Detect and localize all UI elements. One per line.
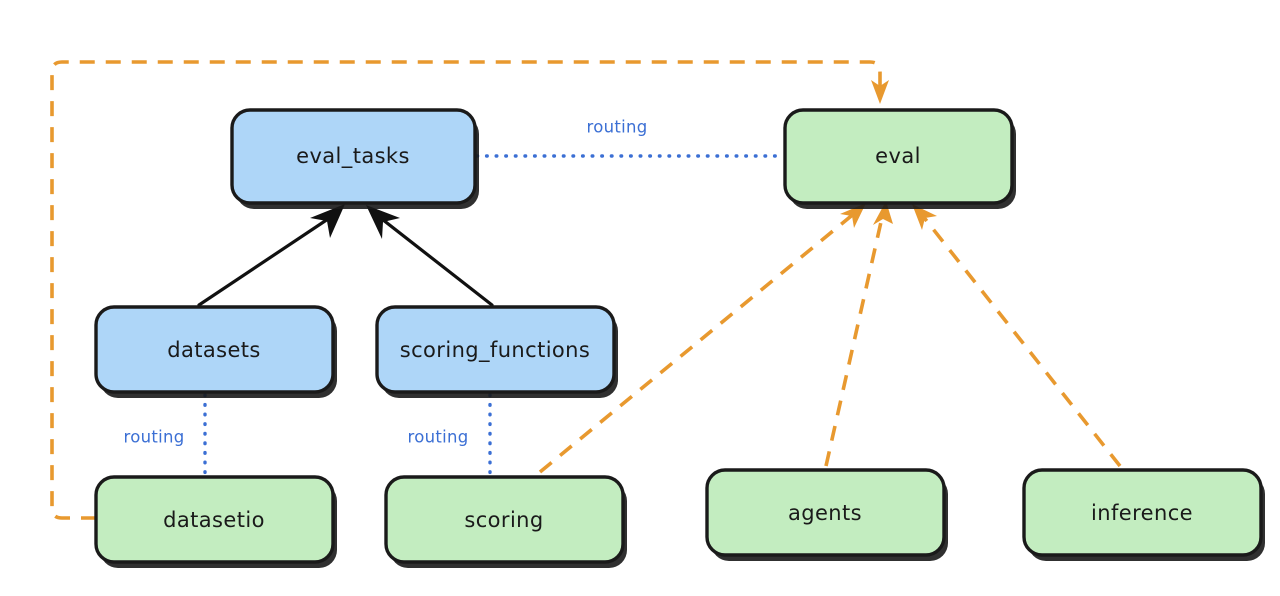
node-inference-rect: [1022, 468, 1263, 557]
edge-scoring-eval-arrowhead: [840, 203, 866, 228]
edge-agents-eval-arrowhead: [873, 201, 893, 225]
edge-inference-eval: [912, 204, 1122, 468]
node-datasets[interactable]: datasets: [94, 305, 337, 398]
edge-inference-eval-arrowhead: [912, 204, 937, 230]
edge-labels-group: routing routing routing: [123, 118, 647, 447]
edge-datasetio-eval-path: [50, 60, 882, 520]
node-datasetio-label: datasetio: [163, 508, 265, 532]
node-scoring-rect: [384, 475, 625, 564]
edge-scoring-eval-path: [538, 210, 858, 474]
edge-datasets-eval-tasks-arrowhead: [310, 204, 345, 238]
node-eval-tasks-label: eval_tasks: [296, 144, 410, 169]
composition-edges-group: [197, 204, 494, 307]
edge-inference-eval-path: [920, 213, 1122, 468]
edge-datasetio-eval: [50, 60, 889, 520]
node-eval-tasks[interactable]: eval_tasks: [230, 108, 479, 209]
node-eval-label: eval: [875, 144, 921, 168]
node-eval[interactable]: eval: [783, 108, 1016, 209]
node-datasets-rect: [94, 305, 335, 394]
edge-label-routing-eval-tasks: routing: [586, 118, 647, 137]
edge-agents-eval-path: [824, 212, 885, 467]
edge-datasets-eval-tasks-path: [197, 213, 336, 307]
node-scoring-functions-label: scoring_functions: [400, 338, 590, 363]
edge-datasets-eval-tasks: [197, 204, 345, 307]
node-agents-label: agents: [788, 501, 862, 525]
node-eval-tasks-rect: [230, 108, 477, 205]
edge-scoring-eval: [538, 203, 866, 474]
node-agents[interactable]: agents: [705, 468, 948, 561]
nodes-group: eval_tasks eval datasets scoring_functio…: [94, 108, 1265, 568]
node-scoring[interactable]: scoring: [384, 475, 627, 568]
node-agents-rect: [705, 468, 946, 557]
node-inference-label: inference: [1091, 501, 1193, 525]
node-datasetio-rect: [94, 475, 335, 564]
node-datasetio[interactable]: datasetio: [94, 475, 337, 568]
dependency-edges-group: [50, 60, 1122, 520]
node-inference[interactable]: inference: [1022, 468, 1265, 561]
node-eval-rect: [783, 108, 1014, 205]
routing-edges-group: [203, 154, 785, 475]
node-scoring-label: scoring: [464, 508, 543, 532]
node-scoring-functions[interactable]: scoring_functions: [375, 305, 618, 398]
edge-label-routing-scoring-functions: routing: [407, 428, 468, 447]
edge-scoringfn-eval-tasks-path: [376, 214, 494, 307]
node-scoring-functions-rect: [375, 305, 616, 394]
edge-scoringfn-eval-tasks: [366, 205, 494, 307]
edge-datasetio-eval-arrowhead: [871, 80, 889, 104]
edge-label-routing-datasets: routing: [123, 428, 184, 447]
edge-scoringfn-eval-tasks-arrowhead: [366, 205, 400, 239]
edge-agents-eval: [824, 201, 893, 467]
node-datasets-label: datasets: [167, 338, 261, 362]
